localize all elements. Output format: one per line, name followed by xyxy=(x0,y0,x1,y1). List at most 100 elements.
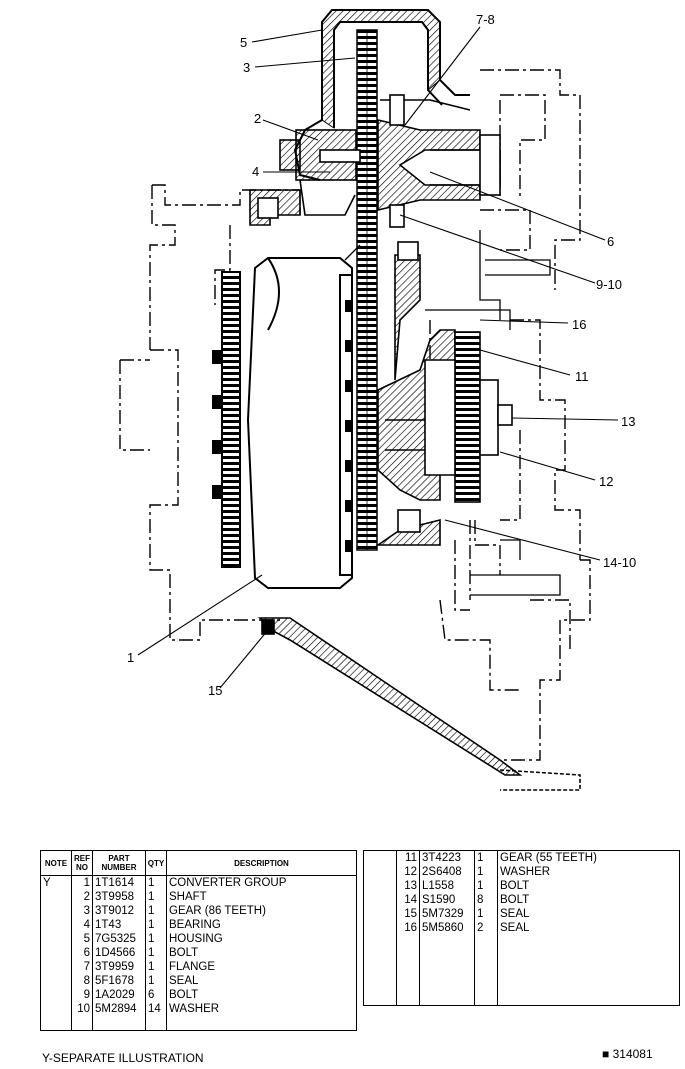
cell-qty: 1 xyxy=(145,946,167,960)
cell-ref: 13 xyxy=(396,879,420,893)
callout-3: 3 xyxy=(243,60,250,75)
cell-note xyxy=(363,865,397,879)
callout-11: 11 xyxy=(575,369,589,384)
footnote-separate-illustration: Y-SEPARATE ILLUSTRATION xyxy=(42,1051,204,1065)
cell-part-number: S1590 xyxy=(419,893,475,907)
cell-ref: 10 xyxy=(71,1002,93,1016)
cell-description: SEAL xyxy=(500,922,530,934)
cell-part-number: 5F1678 xyxy=(92,974,146,988)
housing-wall-hatch xyxy=(321,9,441,129)
cell-ref: 3 xyxy=(71,904,93,918)
cell-note xyxy=(40,932,72,946)
cell-qty: 1 xyxy=(145,932,167,946)
cell-description: SHAFT xyxy=(169,891,207,903)
cell-note: Y xyxy=(40,875,72,890)
cell-description: GEAR (55 TEETH) xyxy=(500,852,597,864)
cell-part-number: L1558 xyxy=(419,879,475,893)
cell-part-number: 1T1614 xyxy=(92,875,146,890)
parts-table-header-row: NOTE REF NO PART NUMBER QTY DESCRIPTION xyxy=(40,850,357,876)
cell-note xyxy=(363,893,397,907)
cell-note xyxy=(40,904,72,918)
bearing-and-shaft xyxy=(249,129,361,226)
header-part-number: PART NUMBER xyxy=(92,850,146,876)
cell-part-number: 7G5325 xyxy=(92,932,146,946)
right-side-details xyxy=(344,230,561,596)
cell-part-number: 2S6408 xyxy=(419,865,475,879)
callout-7-8: 7-8 xyxy=(476,12,495,27)
cell-ref: 12 xyxy=(396,865,420,879)
callout-2: 2 xyxy=(254,111,261,126)
cell-ref: 14 xyxy=(396,893,420,907)
cell-ref: 16 xyxy=(396,921,420,935)
table-filler-row xyxy=(363,949,680,963)
small-gear-55-teeth xyxy=(424,331,513,503)
callout-14-10: 14-10 xyxy=(603,555,636,570)
table-filler-row xyxy=(363,963,680,977)
callout-15: 15 xyxy=(208,683,222,698)
cell-note xyxy=(40,1002,72,1016)
cell-ref: 8 xyxy=(71,974,93,988)
cell-qty: 1 xyxy=(145,875,167,890)
cell-note xyxy=(40,960,72,974)
cell-description: BOLT xyxy=(500,894,530,906)
callout-12: 12 xyxy=(599,474,613,489)
converter-bolt-heads xyxy=(212,300,353,552)
cell-description: SEAL xyxy=(500,908,530,920)
cell-part-number: 1D4566 xyxy=(92,946,146,960)
cell-part-number: 3T4223 xyxy=(419,850,475,865)
parts-list-table-left: NOTE REF NO PART NUMBER QTY DESCRIPTION … xyxy=(40,850,357,1031)
cell-description: WASHER xyxy=(169,1003,220,1015)
cell-note xyxy=(40,974,72,988)
header-ref-no: REF NO xyxy=(71,850,93,876)
cell-part-number: 5M5860 xyxy=(419,921,475,935)
cell-description: BOLT xyxy=(169,947,199,959)
cell-qty: 1 xyxy=(145,974,167,988)
cell-description: SEAL xyxy=(169,975,199,987)
cell-qty: 8 xyxy=(474,893,498,907)
callout-9-10: 9-10 xyxy=(596,277,622,292)
callout-13: 13 xyxy=(621,414,635,429)
cell-qty: 1 xyxy=(474,850,498,865)
cell-ref: 2 xyxy=(71,890,93,904)
exploded-view-drawing: 5 3 7-8 2 4 6 9-10 16 11 13 12 14-10 1 1… xyxy=(119,9,636,791)
cell-qty: 1 xyxy=(145,918,167,932)
cell-note xyxy=(40,988,72,1002)
cell-qty: 1 xyxy=(474,865,498,879)
illustration-number-value: 314081 xyxy=(612,1047,653,1061)
callout-4: 4 xyxy=(252,164,259,179)
large-gear-86-teeth xyxy=(356,29,378,551)
cell-qty: 1 xyxy=(474,907,498,921)
cell-note xyxy=(40,890,72,904)
flange-part xyxy=(377,94,501,228)
cell-qty: 1 xyxy=(474,879,498,893)
cell-qty: 1 xyxy=(145,904,167,918)
converter-drum xyxy=(221,257,353,589)
cell-ref: 5 xyxy=(71,932,93,946)
cell-ref: 1 xyxy=(71,875,93,890)
cell-ref: 6 xyxy=(71,946,93,960)
cell-part-number: 1T43 xyxy=(92,918,146,932)
callout-5: 5 xyxy=(240,35,247,50)
cell-note xyxy=(40,946,72,960)
table-filler-row xyxy=(40,1016,357,1031)
header-note: NOTE xyxy=(40,850,72,876)
cell-description: BOLT xyxy=(169,989,199,1001)
cell-qty: 6 xyxy=(145,988,167,1002)
cell-qty: 14 xyxy=(145,1002,167,1016)
cell-part-number: 3T9012 xyxy=(92,904,146,918)
